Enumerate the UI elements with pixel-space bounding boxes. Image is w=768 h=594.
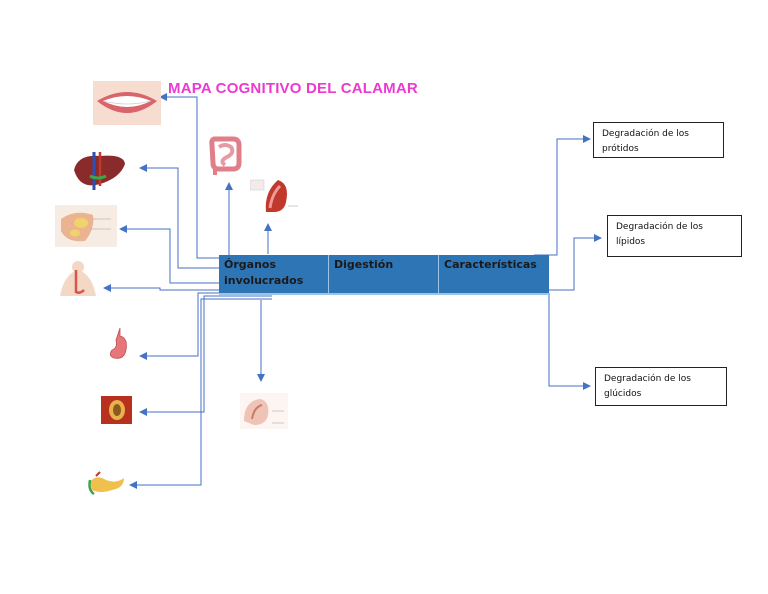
diagram-title: MAPA COGNITIVO DEL CALAMAR xyxy=(168,80,418,97)
connector-pancreas xyxy=(129,298,272,489)
salivary-glands-icon xyxy=(55,205,117,247)
box-protidos: Degradación de los prótidos xyxy=(593,122,724,158)
header-characteristics: Características xyxy=(444,258,537,271)
connector-mouth xyxy=(159,93,220,259)
liver-icon xyxy=(74,152,125,190)
gallbladder-icon xyxy=(101,396,132,424)
box-glucidos: Degradación de los glúcidos xyxy=(595,367,727,406)
connector-salivary xyxy=(119,225,220,284)
rectum-icon xyxy=(240,393,288,429)
box-lipidos: Degradación de los lípidos xyxy=(607,215,742,257)
large-intestine-icon xyxy=(250,179,298,212)
esophagus-icon xyxy=(60,261,96,296)
connector-stomach xyxy=(139,292,272,360)
connector-gallbladder xyxy=(139,295,272,416)
header-organs: Órganos involucrados xyxy=(219,255,329,293)
mouth-icon xyxy=(93,81,161,125)
connector-esophagus xyxy=(103,284,220,292)
connector-liver xyxy=(139,164,220,269)
header-digestion: Digestión xyxy=(329,255,439,293)
pancreas-icon xyxy=(88,471,124,496)
connector-glucidos xyxy=(548,293,591,390)
header-table: Órganos involucrados Digestión Caracterí… xyxy=(219,255,549,295)
stomach-icon xyxy=(110,327,127,359)
intestine-icon xyxy=(209,136,242,175)
connector-lipidos xyxy=(549,234,602,291)
